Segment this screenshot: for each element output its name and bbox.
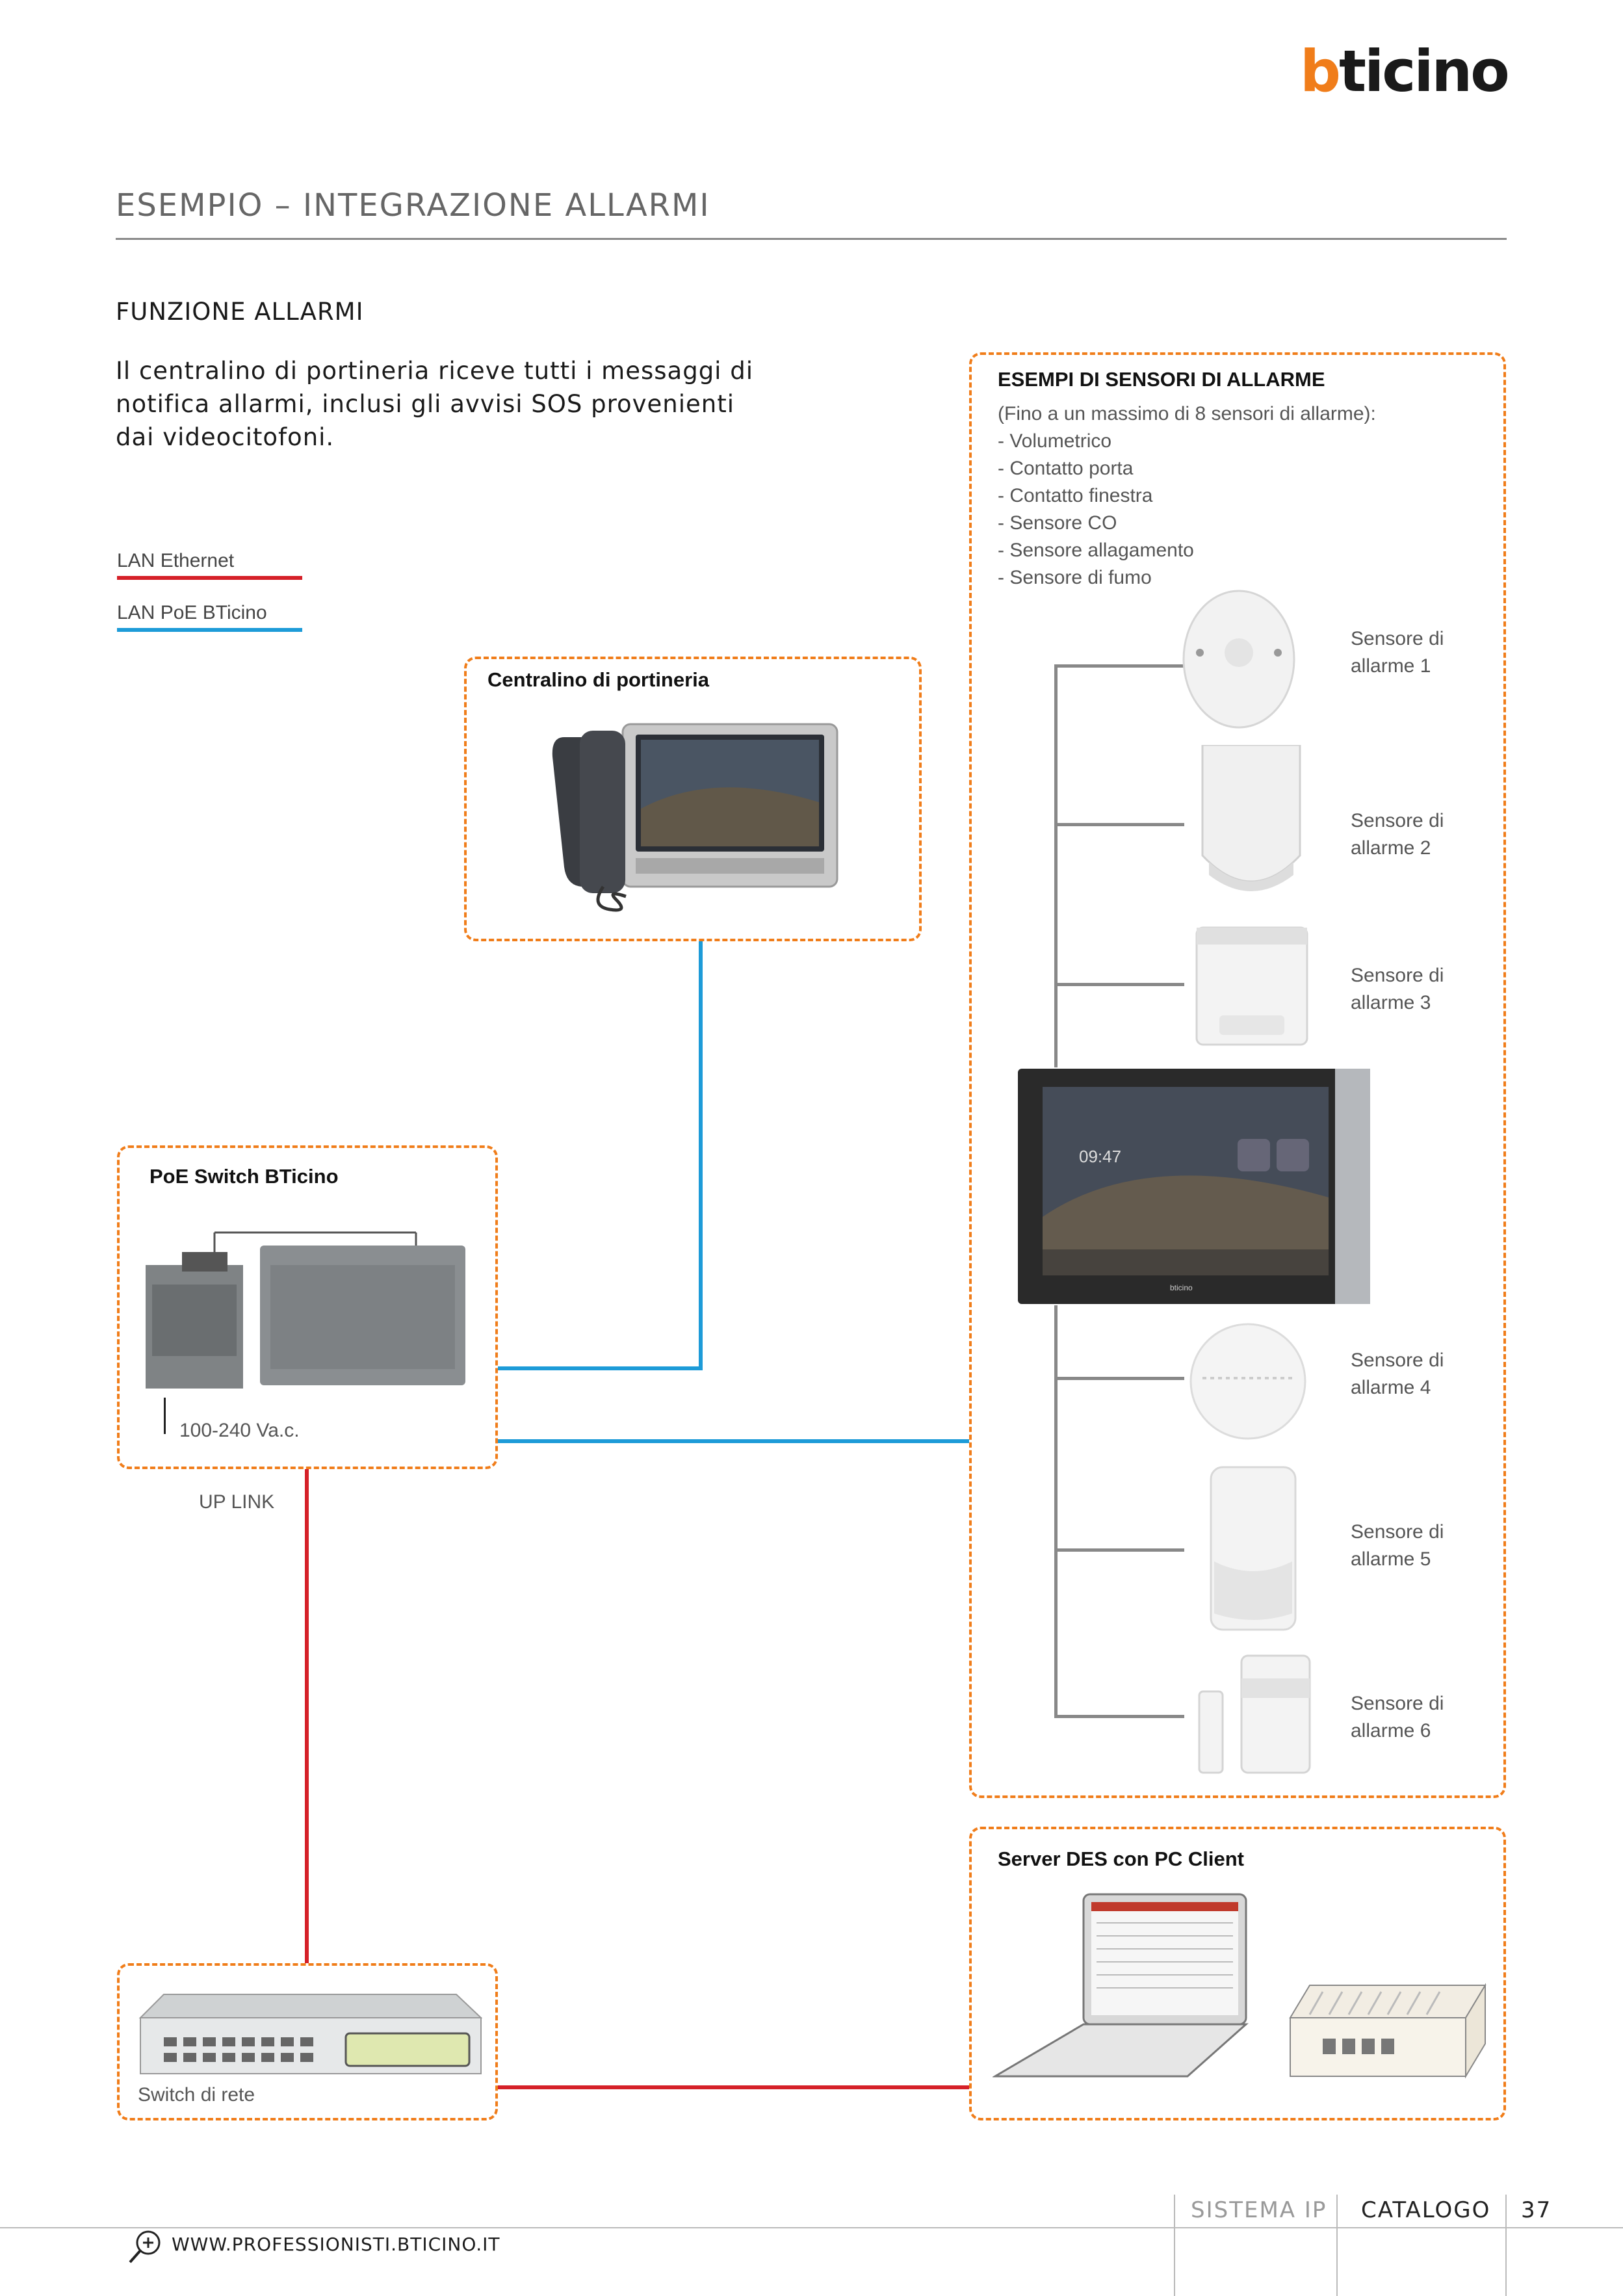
sensor-pir-3 — [1195, 926, 1308, 1046]
footer-rule — [0, 2227, 1623, 2228]
uplink-label: UP LINK — [199, 1491, 275, 1513]
monitor-time: 09:47 — [1079, 1147, 1122, 1166]
footer-divider-2 — [1336, 2195, 1338, 2296]
footer-divider-3 — [1505, 2195, 1507, 2296]
sensor-type-1: - Volumetrico — [998, 430, 1112, 452]
sensor-tap-1 — [1054, 664, 1184, 668]
sensors-box: ESEMPI DI SENSORI DI ALLARME (Fino a un … — [969, 352, 1506, 1798]
sensor-ceiling-volumetric — [1182, 590, 1295, 729]
legend-ethernet-label: LAN Ethernet — [117, 550, 235, 571]
sensor-type-3: - Contatto finestra — [998, 485, 1153, 506]
legend-ethernet-line — [117, 576, 302, 580]
sensor-bus-upper — [1054, 664, 1058, 1067]
centralino-box: Centralino di portineria — [464, 657, 922, 941]
footer-divider-1 — [1174, 2195, 1175, 2296]
server-label: Server DES con PC Client — [998, 1847, 1245, 1870]
sensor-type-4: - Sensore CO — [998, 512, 1117, 534]
legend-poe-label: LAN PoE BTicino — [117, 602, 267, 623]
sensors-note: (Fino a un massimo di 8 sensori di allar… — [998, 403, 1376, 424]
sensor-type-6: - Sensore di fumo — [998, 567, 1152, 588]
ethernet-wire-uplink — [305, 1469, 309, 1963]
section-title: FUNZIONE ALLARMI — [116, 298, 364, 326]
centralino-label: Centralino di portineria — [487, 668, 710, 691]
title-divider — [116, 238, 1507, 240]
legend-poe-line — [117, 628, 302, 632]
power-wire — [164, 1398, 166, 1434]
sensor-pir-5 — [1210, 1466, 1297, 1631]
ethernet-wire-server — [498, 2085, 969, 2089]
sensor-pir-2 — [1201, 745, 1301, 891]
monitor-brand: bticino — [1170, 1283, 1193, 1292]
sensor-tap-4 — [1054, 1377, 1184, 1380]
laptop-pc-client — [993, 1893, 1249, 2078]
poe-switch-box: PoE Switch BTicino 100-240 Va.c. — [117, 1145, 498, 1469]
power-label: 100-240 Va.c. — [179, 1420, 300, 1441]
network-switch-label: Switch di rete — [138, 2084, 255, 2106]
sensor-type-2: - Contatto porta — [998, 458, 1134, 479]
poe-wire-centralino-vertical — [699, 941, 703, 1370]
network-switch-device — [138, 1994, 482, 2074]
video-intercom-monitor — [1018, 1069, 1370, 1304]
sensor-tap-5 — [1054, 1548, 1184, 1552]
footer-sistema: SISTEMA IP — [1191, 2197, 1327, 2223]
poe-switch-device — [146, 1231, 465, 1389]
footer-catalogo: CATALOGO — [1361, 2197, 1491, 2223]
server-box: Server DES con PC Client — [969, 1827, 1506, 2120]
sensors-label: ESEMPI DI SENSORI DI ALLARME — [998, 368, 1325, 391]
sensor-tap-3 — [1054, 983, 1184, 986]
footer-url-link[interactable]: WWW.PROFESSIONISTI.BTICINO.IT — [172, 2234, 500, 2255]
bticino-logo: bticino — [1300, 38, 1510, 105]
sensor-bus-lower — [1054, 1305, 1058, 1717]
poe-wire-centralino-horizontal — [498, 1366, 703, 1370]
poe-switch-label: PoE Switch BTicino — [149, 1165, 339, 1188]
centralino-device — [552, 723, 838, 912]
sensor-tap-2 — [1054, 823, 1184, 826]
sensor-tap-6 — [1054, 1715, 1184, 1718]
des-server-unit — [1289, 1983, 1487, 2079]
magnifier-plus-icon — [129, 2230, 161, 2263]
sensor-type-5: - Sensore allagamento — [998, 540, 1194, 561]
poe-wire-monitor — [498, 1439, 969, 1443]
intro-text: Il centralino di portineria riceve tutti… — [116, 357, 753, 451]
footer-page-number: 37 — [1521, 2197, 1552, 2223]
page-title: ESEMPIO – INTEGRAZIONE ALLARMI — [116, 187, 710, 224]
network-switch-box: Switch di rete — [117, 1963, 498, 2120]
sensor-door-contact-6 — [1198, 1654, 1311, 1774]
sensor-smoke-4 — [1189, 1323, 1306, 1440]
